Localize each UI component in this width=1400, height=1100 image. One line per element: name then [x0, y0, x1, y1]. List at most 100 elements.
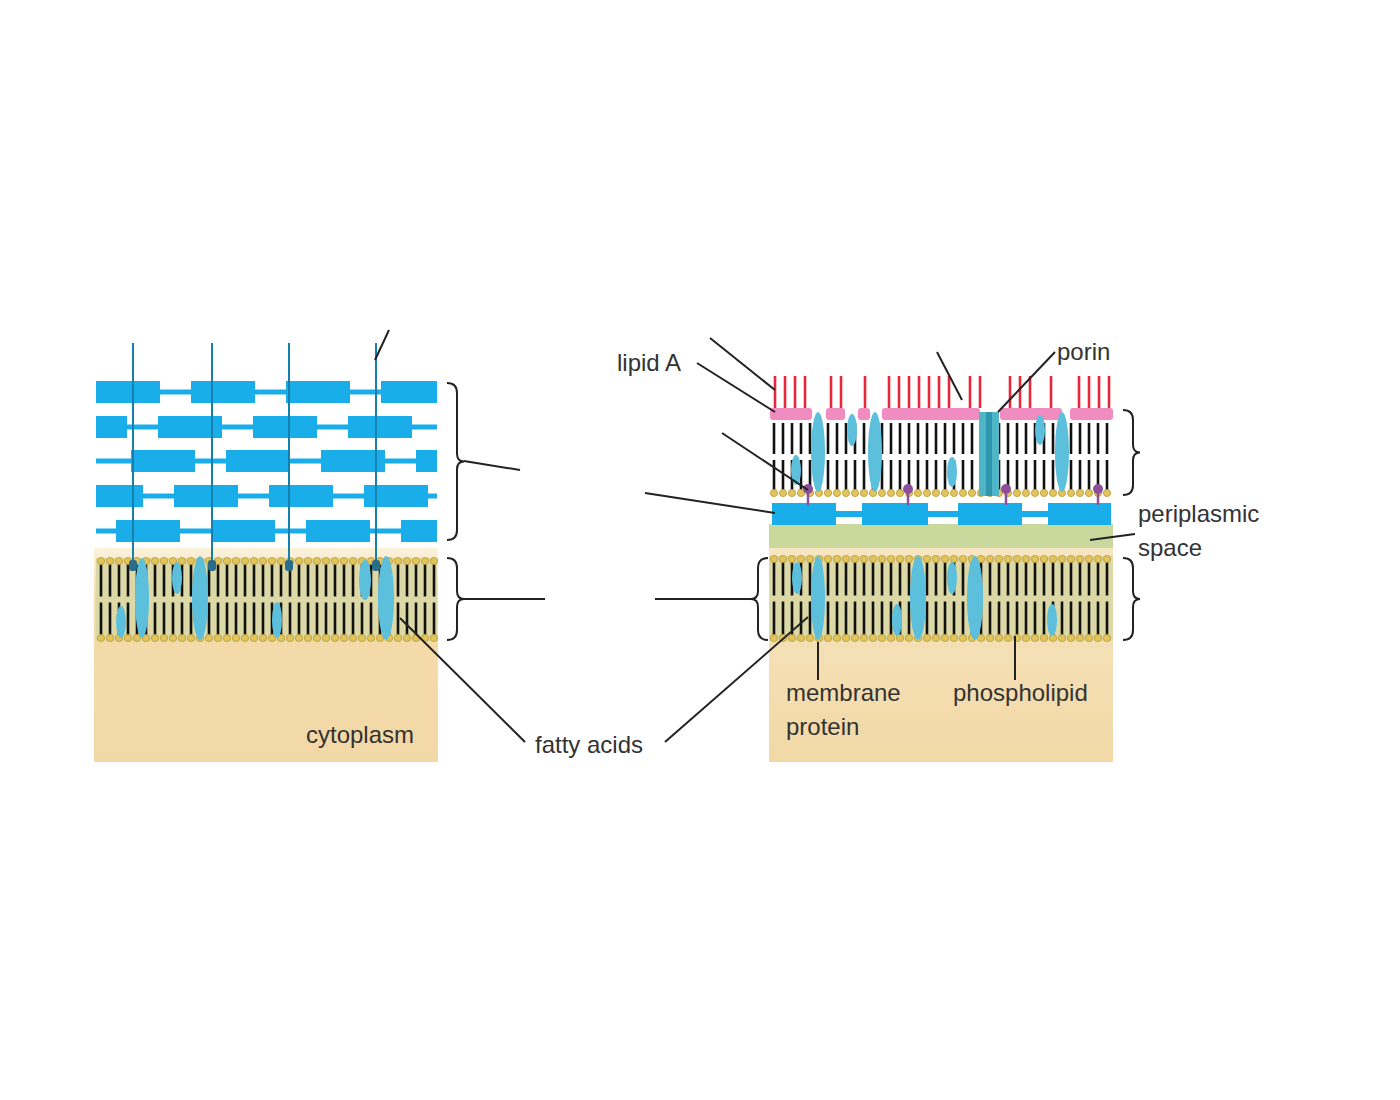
phospholipid-head — [896, 489, 903, 496]
fatty-acid-tail — [971, 602, 974, 637]
membrane-protein-shape — [1055, 412, 1069, 492]
phospholipid-head — [1040, 634, 1047, 641]
part-label: phospholipid — [953, 676, 1123, 710]
fatty-acid-tail — [1088, 423, 1091, 454]
cytoplasm-region: cytoplasm — [94, 548, 438, 762]
fatty-acid-tail — [1016, 423, 1019, 454]
phospholipid-head — [878, 555, 885, 562]
layer-bracket — [751, 558, 768, 640]
fatty-acid-tail — [971, 423, 974, 454]
membrane-protein-shape — [947, 457, 957, 487]
phospholipid-head — [887, 634, 894, 641]
o-antigen-chain — [1019, 376, 1022, 408]
o-antigen-chain — [1098, 376, 1101, 408]
part-label: periplasmic space — [1138, 497, 1288, 565]
phospholipid-head — [1094, 489, 1101, 496]
porin-channel — [979, 412, 999, 496]
cytoplasm-band — [769, 548, 1113, 762]
leader-line — [710, 338, 775, 390]
fatty-acid-tail — [827, 423, 830, 454]
teichoic-acid — [132, 343, 134, 566]
fatty-acid-tail — [980, 423, 983, 454]
o-antigen-chain — [898, 376, 901, 408]
membrane-protein-shape — [1035, 415, 1045, 445]
fatty-acid-tail — [818, 423, 821, 454]
annotation-lines — [375, 330, 1140, 742]
peptidoglycan-block — [269, 485, 333, 507]
fatty-acid-tail — [1034, 423, 1037, 454]
phospholipid-head — [923, 555, 930, 562]
phospholipid-head — [1013, 634, 1020, 641]
fatty-acid-tail — [971, 460, 974, 491]
phospholipid-head — [878, 634, 885, 641]
o-antigen-chain — [1009, 376, 1012, 408]
fatty-acid-tail — [971, 561, 974, 596]
phospholipid-head — [932, 555, 939, 562]
lipoprotein-head — [903, 484, 913, 494]
lps-core — [826, 408, 845, 420]
lipoprotein-stem — [1097, 490, 1100, 505]
fatty-acid-tail — [1079, 602, 1082, 637]
o-antigen-chain — [938, 376, 941, 408]
phospholipid-head — [788, 555, 795, 562]
membrane-protein-shape — [811, 412, 825, 492]
fatty-acid-tail — [1043, 561, 1046, 596]
phospholipid-head — [887, 489, 894, 496]
porin-channel — [986, 412, 992, 496]
fatty-acid-tail — [1106, 423, 1109, 454]
phospholipid-head — [995, 555, 1002, 562]
part-label: fatty acids — [535, 728, 680, 762]
phospholipid-head — [977, 489, 984, 496]
fatty-acid-tail — [944, 602, 947, 637]
layer-bracket — [1123, 558, 1140, 640]
fatty-acid-tail — [1070, 561, 1073, 596]
membrane-core — [769, 418, 1113, 496]
fatty-acid-tail — [1070, 423, 1073, 454]
lipoprotein-stem — [907, 490, 910, 505]
fatty-acid-tail — [1061, 602, 1064, 637]
fatty-acid-tail — [1043, 602, 1046, 637]
fatty-acid-tail — [1106, 602, 1109, 637]
phospholipid-head — [869, 555, 876, 562]
teichoic-acid — [211, 343, 213, 566]
fatty-acid-tail — [1079, 561, 1082, 596]
fatty-acid-tail — [827, 561, 830, 596]
fatty-acid-tail — [1034, 602, 1037, 637]
fatty-acid-tail — [836, 460, 839, 491]
phospholipid-head — [1076, 634, 1083, 641]
fatty-acid-tail — [1052, 602, 1055, 637]
phospholipid-head — [815, 634, 822, 641]
fatty-acid-tail — [998, 602, 1001, 637]
fatty-acid-tail — [872, 460, 875, 491]
phospholipid-head — [833, 489, 840, 496]
o-antigen-chain — [804, 376, 807, 408]
phospholipid-head — [905, 489, 912, 496]
fatty-acid-tail — [1097, 561, 1100, 596]
fatty-acid-tail — [908, 460, 911, 491]
fatty-acid-tail — [1007, 460, 1010, 491]
fatty-acid-tail — [782, 460, 785, 491]
fatty-acid-tail — [944, 423, 947, 454]
phospholipid-head — [959, 555, 966, 562]
peptidoglycan-block — [348, 416, 412, 438]
fatty-acid-tail — [791, 423, 794, 454]
o-antigen-chain — [948, 376, 951, 408]
leader-line — [1014, 636, 1016, 680]
phospholipid-head — [1067, 634, 1074, 641]
fatty-acid-tail — [1106, 460, 1109, 491]
phospholipid-head — [1076, 555, 1083, 562]
fatty-acid-tail — [809, 460, 812, 491]
phospholipid-head — [905, 555, 912, 562]
part-label: lipid A — [617, 346, 712, 380]
fatty-acid-tail — [854, 561, 857, 596]
phospholipid-head — [896, 555, 903, 562]
fatty-acid-tail — [917, 561, 920, 596]
phospholipid-head — [995, 634, 1002, 641]
fatty-acid-tail — [1025, 460, 1028, 491]
phospholipid-head — [1049, 555, 1056, 562]
fatty-acid-tail — [872, 561, 875, 596]
leader-line — [1090, 534, 1135, 540]
phospholipid-head — [950, 489, 957, 496]
fatty-acid-tail — [890, 602, 893, 637]
phospholipid-head — [851, 634, 858, 641]
